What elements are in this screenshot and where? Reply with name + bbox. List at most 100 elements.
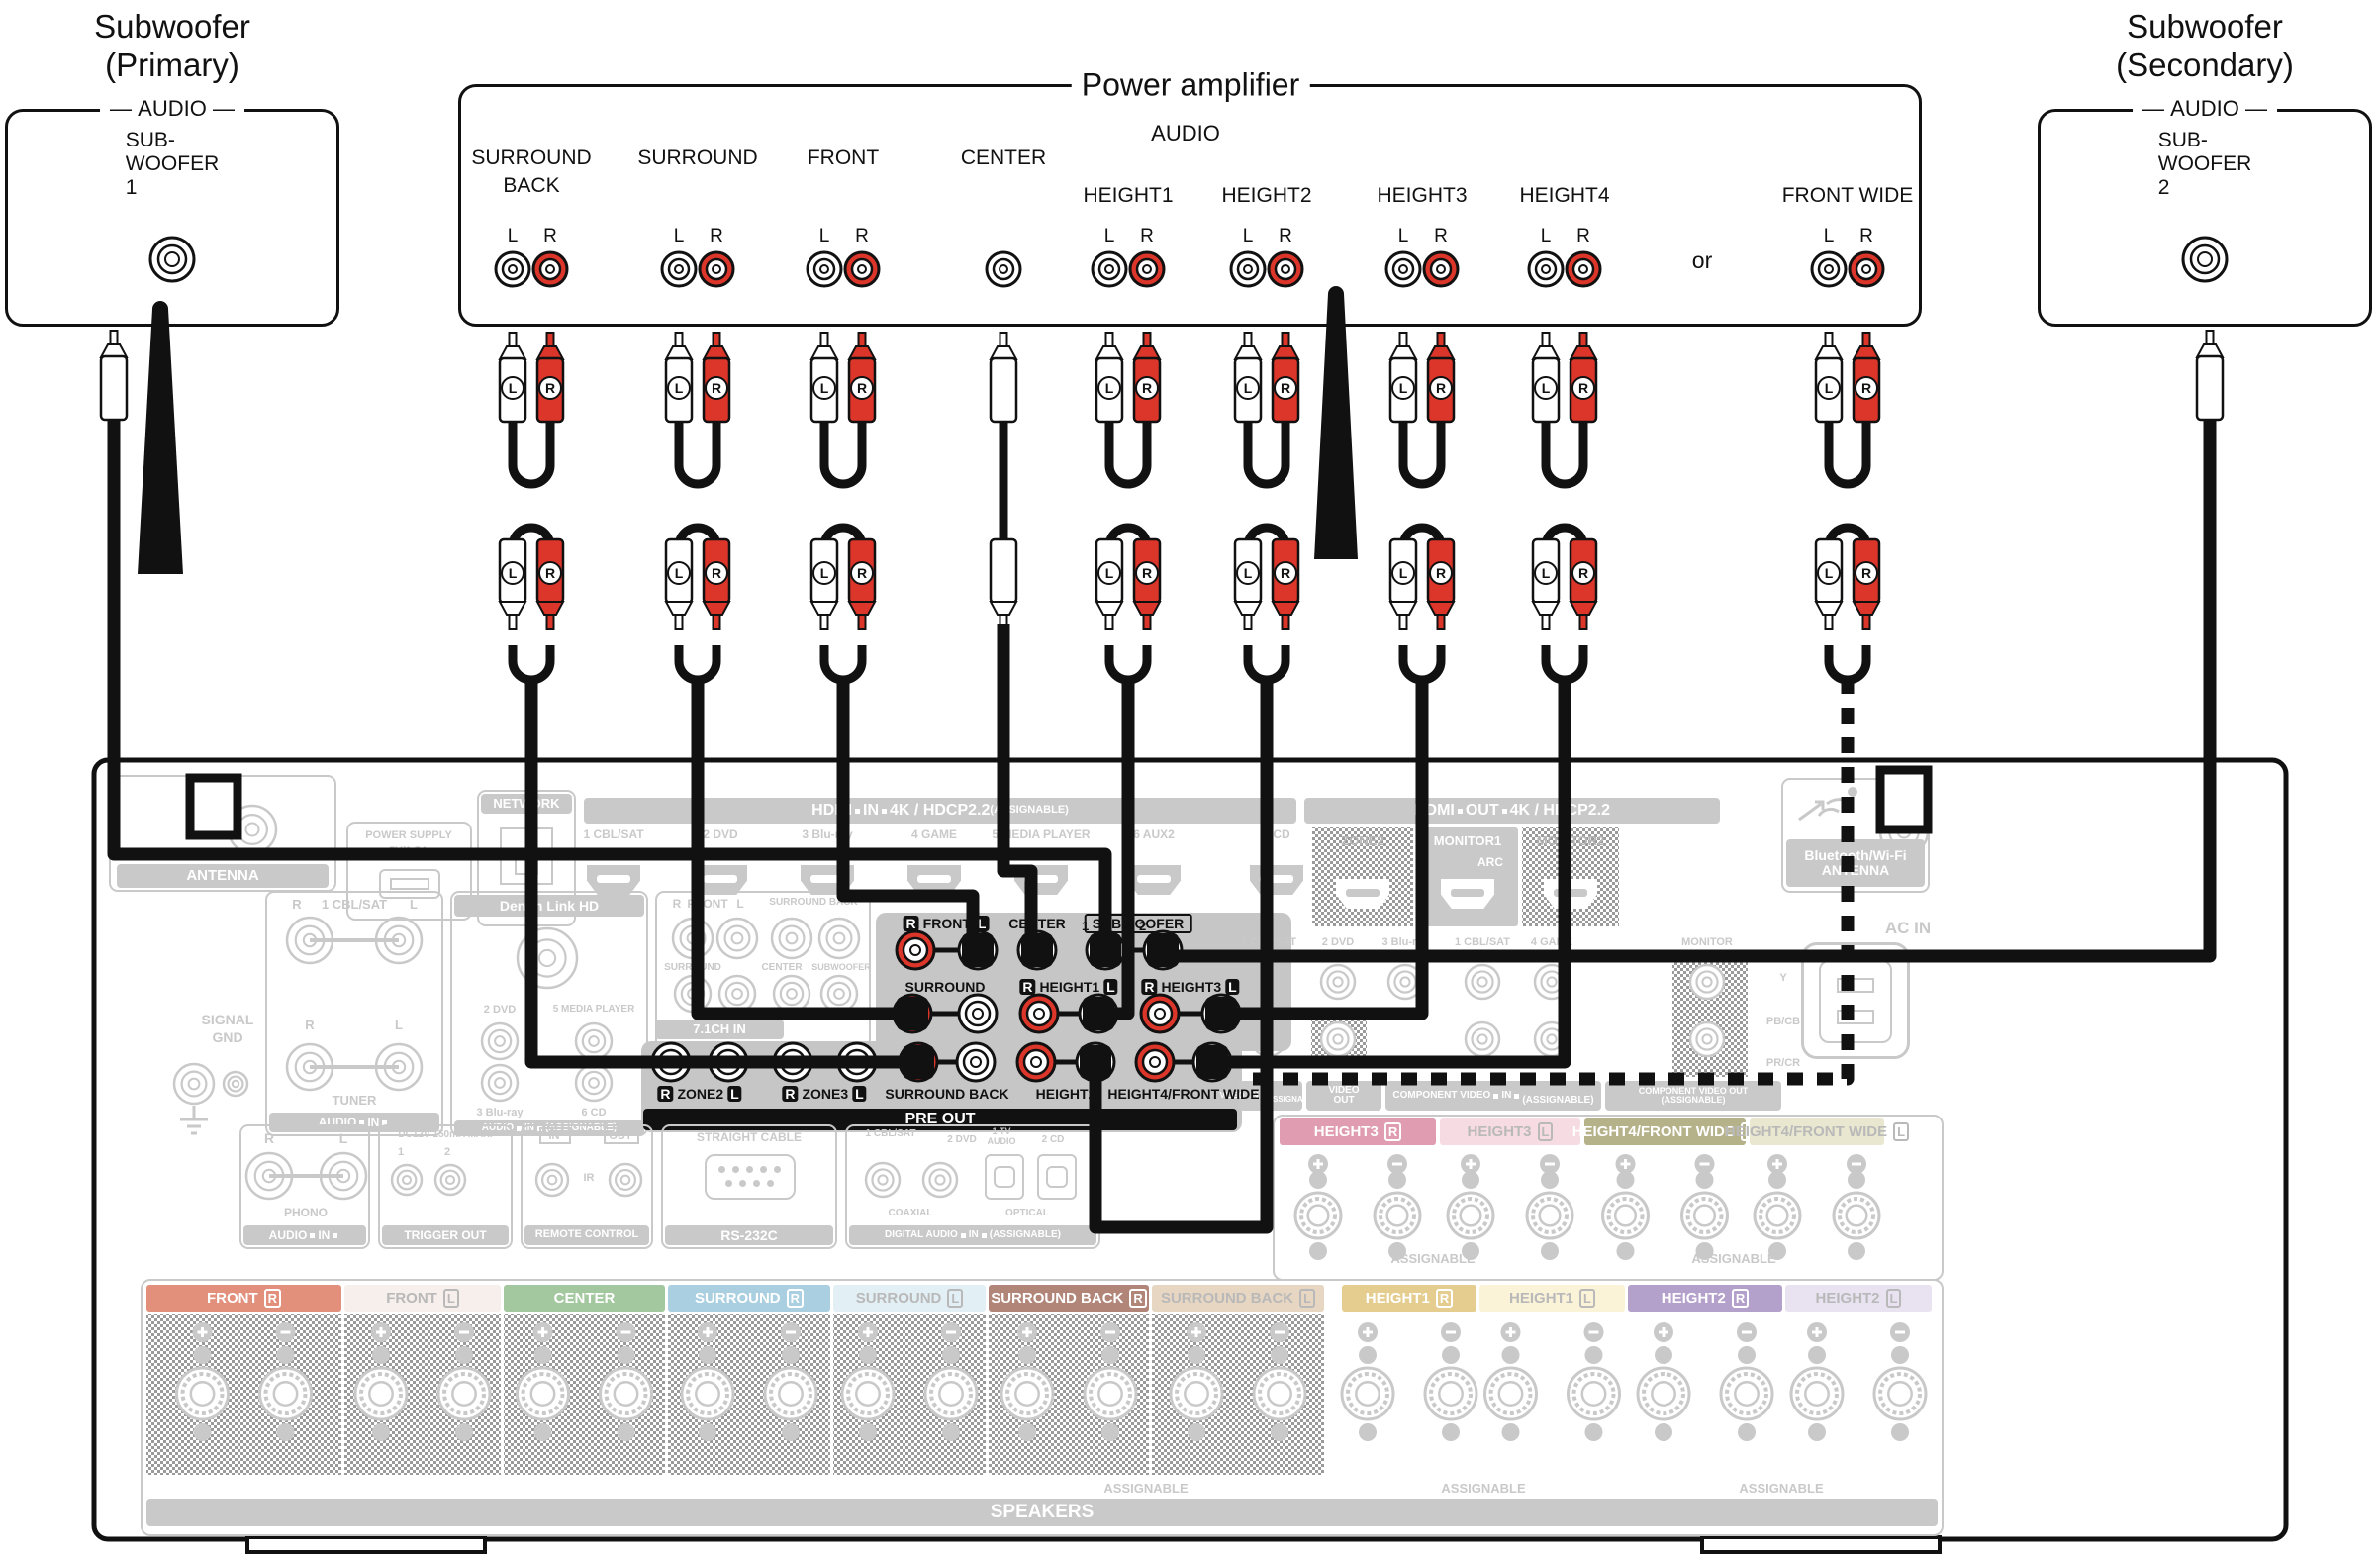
hdmi-in-port-label: 3 Blu-ray — [802, 827, 853, 841]
ch71-sback-label: SURROUND BACK — [769, 897, 858, 908]
channel-label-height2: HEIGHT2 — [1221, 184, 1312, 207]
ac-inlet-inner — [1819, 960, 1892, 1043]
phono-label: PHONO — [283, 1206, 329, 1219]
rs232-banner: RS-232C — [665, 1225, 833, 1245]
media-label: 5 MEDIA PLAYER — [552, 1004, 635, 1015]
coaxial-label: COAXIAL — [888, 1208, 933, 1218]
subwoofer-secondary-title: Subwoofer(Secondary) — [2116, 8, 2294, 83]
optical-port-inner — [1046, 1166, 1068, 1188]
subwoofer-primary-title: Subwoofer(Primary) — [94, 8, 250, 83]
ch71-surround-label: SURROUND — [664, 962, 721, 973]
digital-label: 1 TV — [992, 1126, 1011, 1136]
hdmi-in-port-label: 5 MEDIA PLAYER — [992, 827, 1091, 841]
assignable-label: ASSIGNABLE — [1691, 1251, 1776, 1266]
remote-banner: REMOTE CONTROL — [524, 1225, 649, 1245]
hdmi-port-slot — [1554, 889, 1587, 897]
db9-pin — [746, 1166, 753, 1173]
preout-label: HEIGHT4/FRONT WIDE — [1107, 1086, 1260, 1102]
speakers-banner: SPEAKERS — [146, 1499, 1938, 1526]
hdmi-port-slot — [1260, 875, 1293, 883]
channel-r-label: R — [1859, 226, 1873, 246]
ch71-banner: 7.1CH IN — [655, 1020, 784, 1039]
lower-speaker-block — [141, 1279, 1944, 1536]
channel-r-label: R — [855, 226, 869, 246]
channel-l-label: L — [818, 226, 830, 246]
monitor-label: MONITOR — [1681, 936, 1733, 948]
preout-label: SURROUND BACK — [885, 1086, 1009, 1102]
assignable-label: ASSIGNABLE — [1390, 1251, 1476, 1266]
channel-r-label: R — [1279, 226, 1292, 246]
channel-label-surround: SURROUND — [637, 146, 758, 169]
pb-label: PB/CB — [1765, 1016, 1801, 1027]
channel-label-front: FRONT — [807, 146, 880, 169]
ch71-front-label: FRONT — [687, 897, 728, 911]
ac-in-label: AC IN — [1884, 919, 1932, 937]
trigger-2: 2 — [443, 1146, 451, 1158]
channel-label-surround-back: BACK — [503, 174, 560, 197]
channel-l-label: L — [1540, 226, 1552, 246]
trigger-1: 1 — [397, 1146, 405, 1158]
channel-r-label: R — [1576, 226, 1590, 246]
channel-label-height3: HEIGHT3 — [1377, 184, 1468, 207]
component-out-banner: COMPONENT VIDEO OUT(ASSIGNABLE) — [1605, 1081, 1781, 1111]
optical-label: OPTICAL — [1005, 1208, 1049, 1218]
digital-label: 2 CD — [1041, 1134, 1065, 1145]
power-amplifier-audio-label: AUDIO — [1141, 121, 1230, 146]
monitor1-label: MONITOR1 — [1433, 833, 1502, 848]
hdmi-port-slot — [917, 875, 951, 883]
assignable-label: ASSIGNABLE — [1103, 1481, 1189, 1496]
video-label: 3 Blu-ray — [1381, 936, 1429, 948]
ch71-subwoofer-label: SUBWOOFER — [811, 962, 871, 972]
power-supply-label: POWER SUPPLY — [365, 829, 452, 841]
dvd-label: 2 DVD — [483, 1004, 517, 1016]
db9-connector — [705, 1154, 796, 1200]
hdmi-port-slot — [704, 875, 737, 883]
network-banner: NETWORK — [481, 794, 572, 814]
assignable-label: ASSIGNABLE — [1441, 1481, 1526, 1496]
hdmi-in-port-label: 7 CD — [1263, 827, 1290, 841]
video-label: 4 GAME — [1530, 936, 1573, 948]
r-tag: R — [305, 1018, 315, 1032]
hdmi-port-slot — [1346, 889, 1380, 897]
channel-label-height4: HEIGHT4 — [1519, 184, 1610, 207]
db9-pin — [774, 1166, 781, 1173]
or-label: or — [1691, 247, 1713, 273]
y-label: Y — [1779, 972, 1787, 984]
antenna-banner: ANTENNA — [117, 864, 329, 888]
channel-l-label: L — [507, 226, 519, 246]
trigger-spec: DC12V 150mA MAX. — [398, 1129, 493, 1140]
preout-label: CENTER — [1008, 916, 1066, 931]
r-tag: R — [672, 897, 682, 911]
cd-label: 6 CD — [581, 1107, 607, 1118]
channel-l-label: L — [1242, 226, 1254, 246]
preout-label: SURROUND — [904, 979, 986, 995]
signal-gnd-label2: GND — [212, 1029, 243, 1045]
channel-label-front-wide: FRONT WIDE — [1781, 184, 1914, 207]
r-tag: R — [263, 1130, 275, 1146]
channel-l-label: L — [1103, 226, 1115, 246]
hdmi-in-port-label: 6 AUX2 — [1133, 827, 1175, 841]
hdmi-in-port-label: 4 GAME — [910, 827, 958, 841]
channel-label-surround-back: SURROUND — [471, 146, 592, 169]
